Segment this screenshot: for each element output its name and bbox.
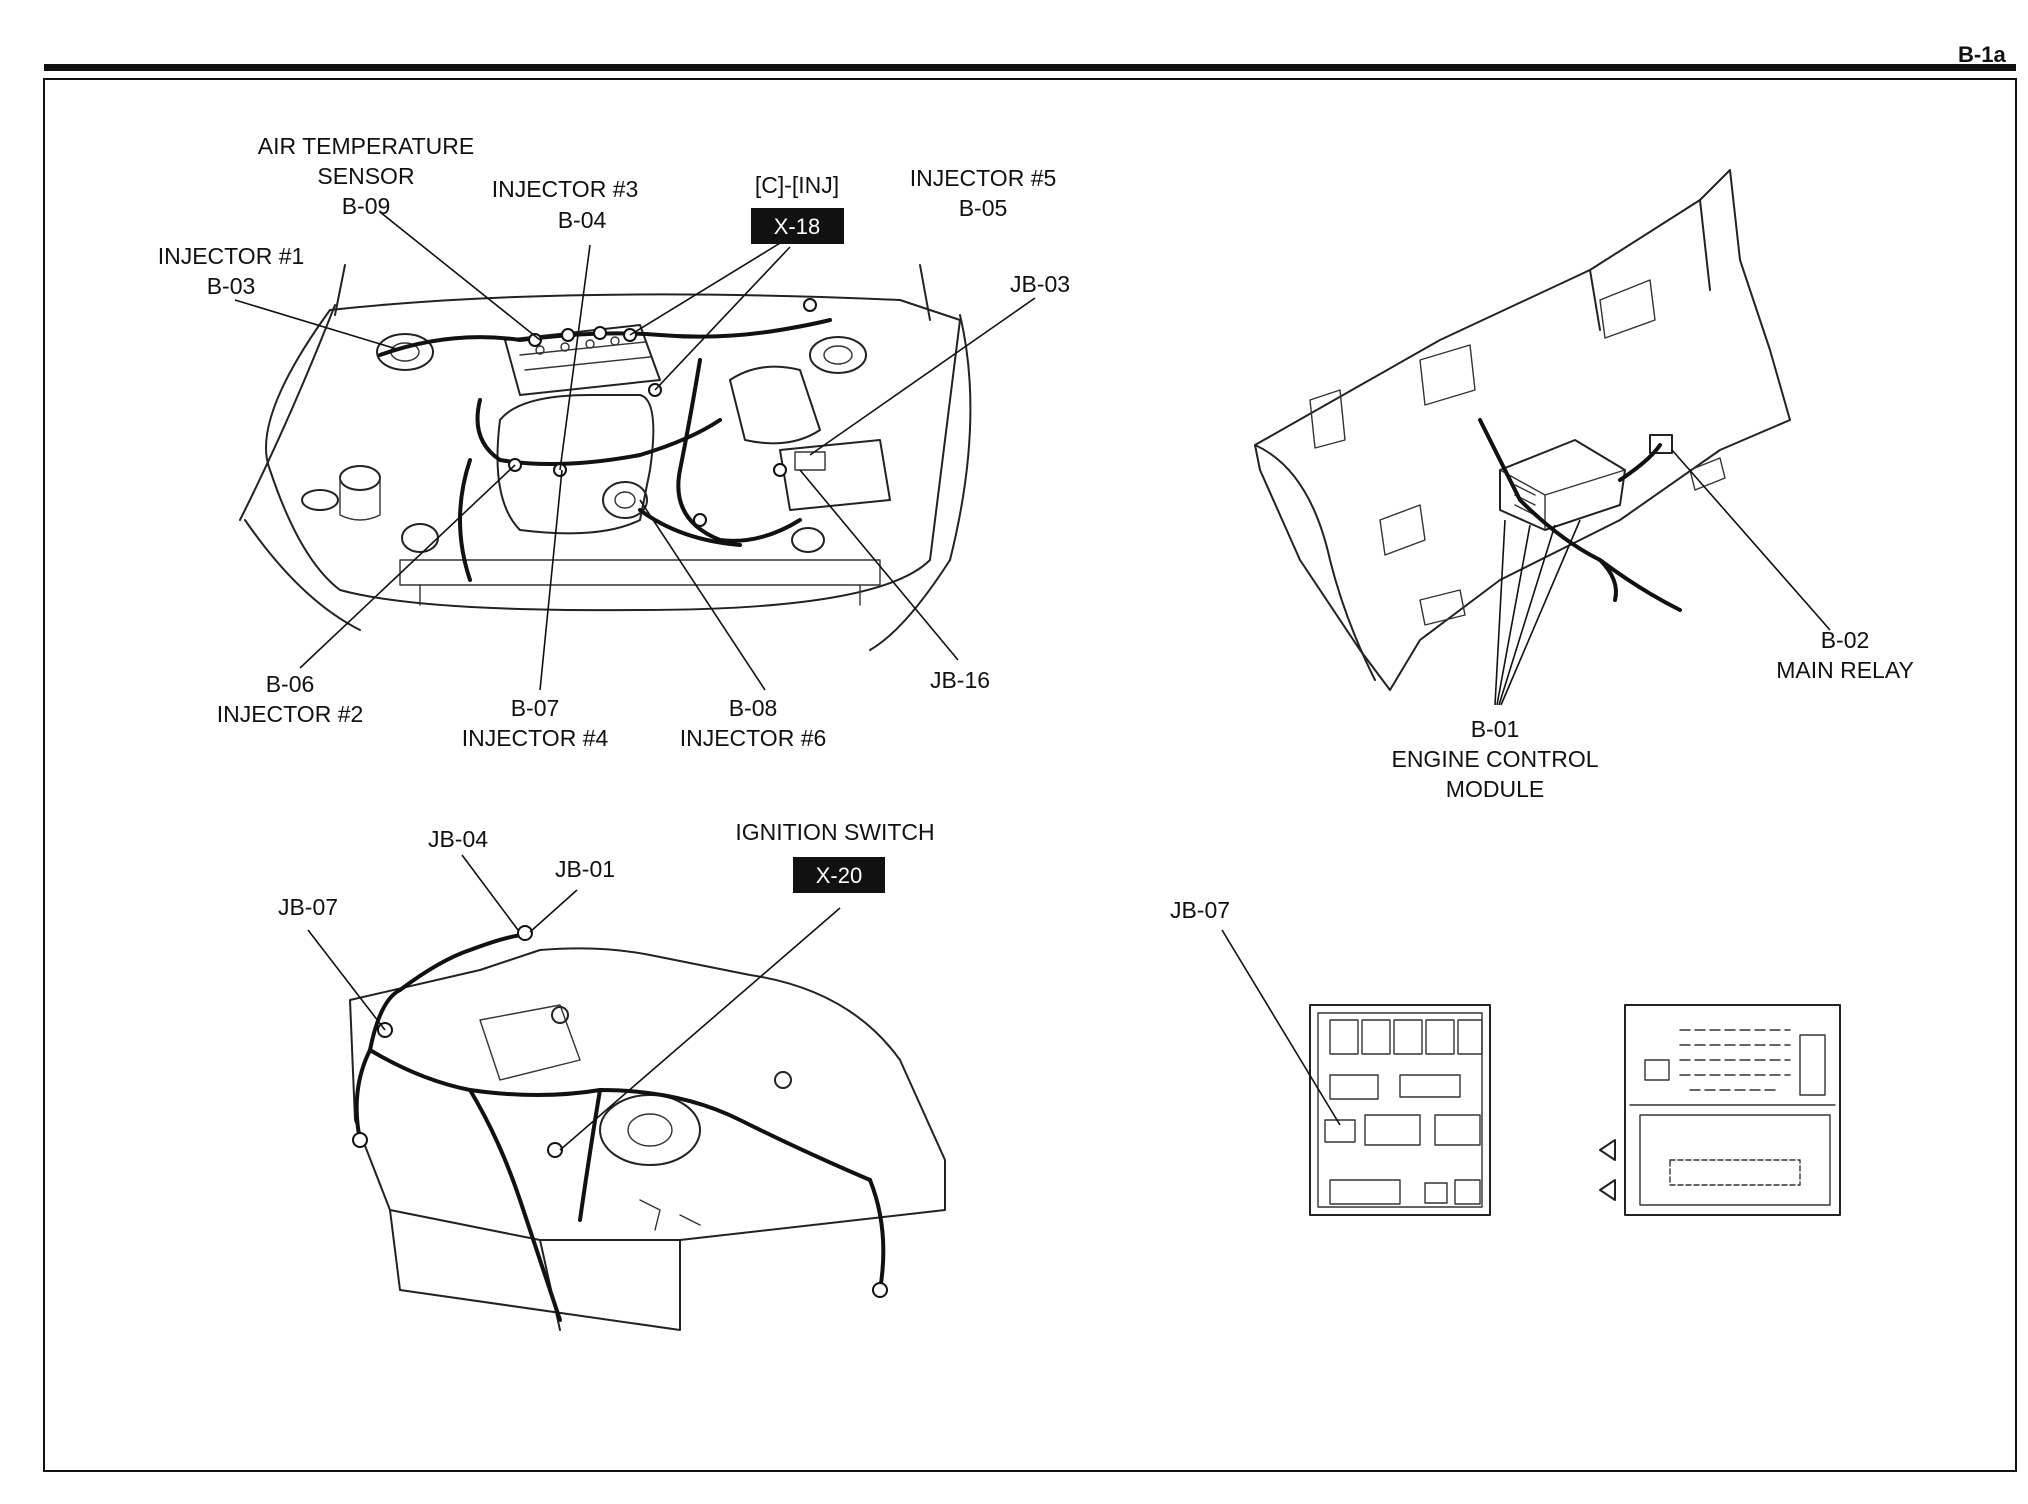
junction-block-front: [1309, 1004, 1491, 1216]
connector-x18-box: [751, 208, 844, 244]
engine-bay-leaders: [234, 211, 1036, 691]
page-id: B-1a: [1958, 42, 2006, 67]
injector-6-code: B-08: [729, 695, 778, 721]
jb-16-label: JB-16: [930, 667, 990, 693]
connector-x20-box: [793, 857, 885, 893]
connector-x18-label: X-18: [774, 214, 820, 239]
page-frame: [43, 78, 2017, 1472]
injector-6-name: INJECTOR #6: [680, 725, 827, 751]
main-relay-name: MAIN RELAY: [1776, 657, 1914, 683]
injector-3-name: INJECTOR #3: [492, 176, 639, 202]
dashboard-illustration: [349, 925, 946, 1331]
air-temp-sensor-code: B-09: [342, 193, 391, 219]
ecm-name-line2: MODULE: [1446, 776, 1544, 802]
jb-07-block-leader: [1221, 929, 1341, 1126]
junction-block-rear: [1599, 1004, 1841, 1216]
injector-1-code: B-03: [207, 273, 256, 299]
jb-03-label: JB-03: [1010, 271, 1070, 297]
ecm-name-line1: ENGINE CONTROL: [1391, 746, 1598, 772]
connector-group-label: [C]-[INJ]: [755, 172, 839, 198]
air-temp-sensor-label-line1: AIR TEMPERATURE: [258, 133, 474, 159]
injector-4-name: INJECTOR #4: [462, 725, 609, 751]
ecm-firewall-illustration: [1254, 169, 1791, 691]
injector-4-code: B-07: [511, 695, 560, 721]
ecm-leaders: [1494, 449, 1831, 706]
injector-2-code: B-06: [266, 671, 315, 697]
injector-1-name: INJECTOR #1: [158, 243, 305, 269]
engine-bay-illustration: [239, 264, 972, 651]
air-temp-sensor-label-line2: SENSOR: [317, 163, 414, 189]
injector-5-code: B-05: [959, 195, 1008, 221]
injector-2-name: INJECTOR #2: [217, 701, 364, 727]
header-rule: [44, 64, 2016, 71]
jb-01-label: JB-01: [555, 856, 615, 882]
connector-x20-label: X-20: [816, 863, 862, 888]
ecm-code: B-01: [1471, 716, 1520, 742]
jb-07-dash-label: JB-07: [278, 894, 338, 920]
dashboard-leaders: [307, 854, 841, 1151]
injector-3-code: B-04: [558, 207, 607, 233]
injector-5-name: INJECTOR #5: [910, 165, 1057, 191]
jb-07-block-label: JB-07: [1170, 897, 1230, 923]
jb-04-label: JB-04: [428, 826, 488, 852]
main-relay-code: B-02: [1821, 627, 1870, 653]
ignition-switch-label: IGNITION SWITCH: [735, 819, 934, 845]
